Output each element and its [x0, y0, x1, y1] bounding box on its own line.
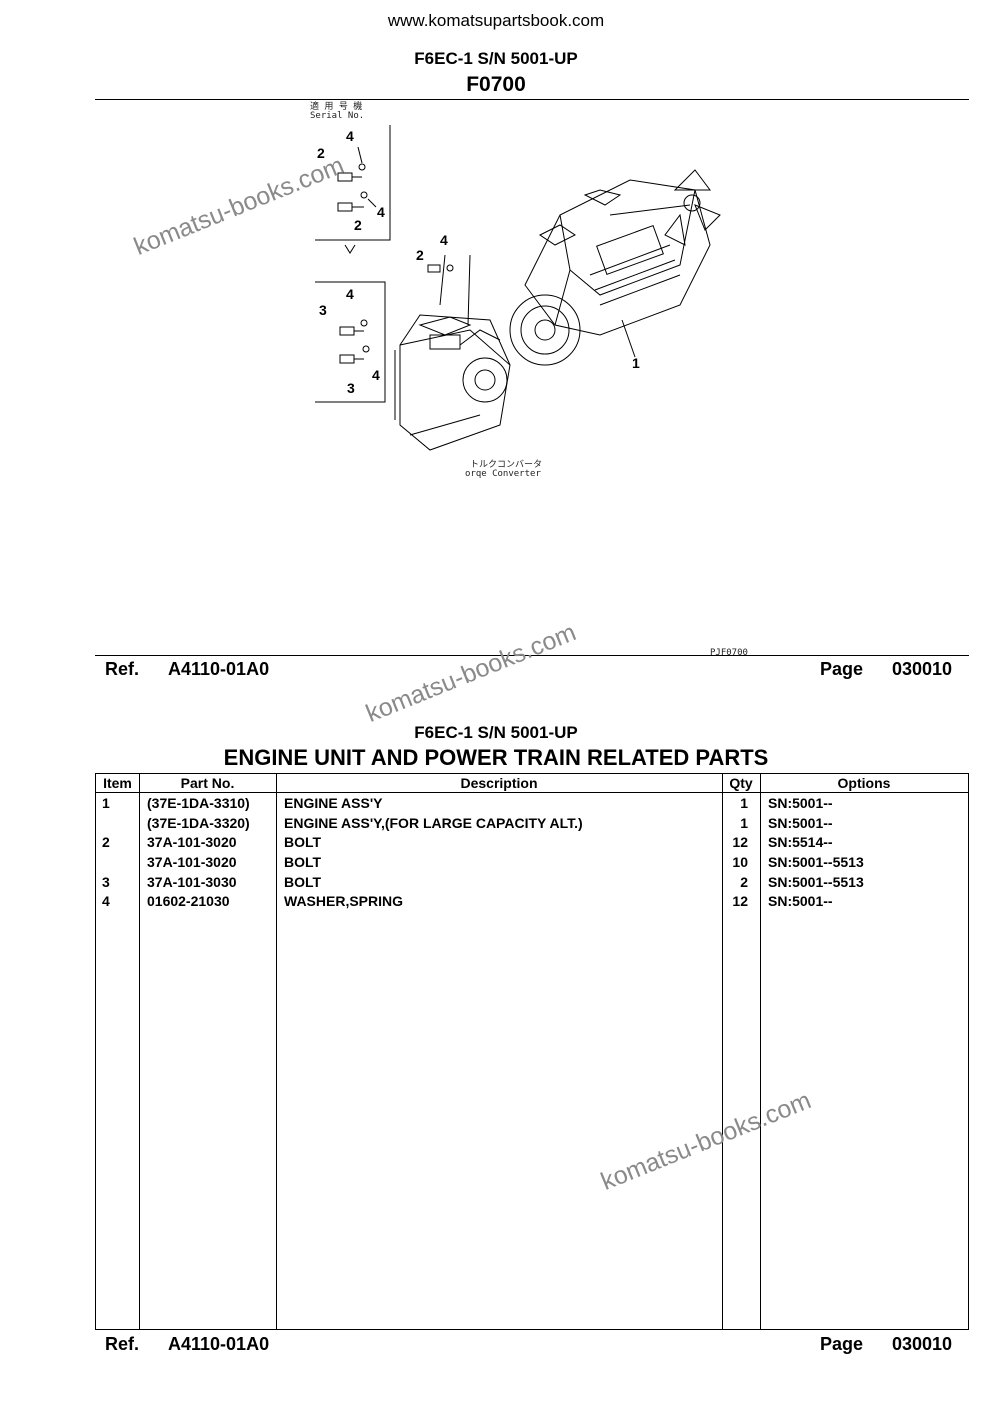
row-description: WASHER,SPRING [284, 893, 404, 909]
callout-4: 4 [346, 286, 354, 302]
website-url: www.komatsupartsbook.com [387, 11, 605, 30]
drawing-code: PJF0700 [710, 648, 748, 658]
row-description: BOLT [284, 854, 322, 870]
jp-label-top: 適 用 号 機 [310, 102, 363, 112]
col-divider [276, 774, 277, 1329]
page-label: Page [820, 659, 864, 679]
col-header-item: Item [103, 775, 132, 791]
row-options: SN:5001-- [768, 893, 833, 909]
section-title: ENGINE UNIT AND POWER TRAIN RELATED PART… [223, 745, 769, 770]
row-description: BOLT [284, 834, 322, 850]
page-value: 030010 [892, 1334, 953, 1354]
serial-label: Serial No. [310, 111, 365, 121]
row-part-no: (37E-1DA-3320) [147, 815, 250, 831]
callout-4: 4 [372, 367, 380, 383]
ref-label: Ref. [105, 1334, 140, 1354]
row-item: 3 [102, 874, 110, 890]
callout-4: 4 [377, 204, 385, 220]
row-qty: 10 [732, 854, 748, 870]
row-qty: 12 [732, 893, 748, 909]
row-item: 4 [102, 893, 110, 909]
callout-3: 3 [347, 380, 355, 396]
figure-code: F0700 [466, 73, 526, 96]
callout-2: 2 [317, 145, 325, 161]
callout-3: 3 [319, 302, 327, 318]
page-value: 030010 [892, 659, 953, 679]
ref-value: A4110-01A0 [168, 1334, 270, 1354]
col-divider [760, 774, 761, 1329]
ref-label: Ref. [105, 659, 140, 679]
row-description: BOLT [284, 874, 322, 890]
row-options: SN:5001--5513 [768, 874, 864, 890]
callout-4: 4 [440, 232, 448, 248]
row-options: SN:5001--5513 [768, 854, 864, 870]
callout-2: 2 [416, 247, 424, 263]
row-qty: 2 [740, 874, 748, 890]
converter-label-en: orqe Converter [465, 469, 541, 479]
exploded-parts-diagram: 適 用 号 機 Serial No. トルクコンバータ orqe Convert… [300, 95, 760, 660]
converter-label-jp: トルクコンバータ [470, 460, 543, 470]
col-divider [139, 774, 140, 1329]
row-options: SN:5001-- [768, 815, 833, 831]
parts-table: Item Part No. Description Qty Options 1 … [95, 773, 969, 1330]
row-description: ENGINE ASS'Y,(FOR LARGE CAPACITY ALT.) [284, 815, 583, 831]
col-header-part-no: Part No. [180, 775, 235, 791]
row-part-no: 37A-101-3030 [147, 874, 237, 890]
model-heading: F6EC-1 S/N 5001-UP [414, 49, 578, 68]
row-part-no: 37A-101-3020 [147, 834, 237, 850]
row-qty: 1 [740, 795, 748, 811]
col-header-options: Options [837, 775, 891, 791]
header-divider [95, 99, 969, 100]
header-row-divider [96, 792, 968, 793]
callout-4: 4 [346, 128, 354, 144]
row-part-no: 37A-101-3020 [147, 854, 237, 870]
engine-illustration [315, 125, 721, 451]
row-options: SN:5001-- [768, 795, 833, 811]
row-qty: 1 [740, 815, 748, 831]
col-header-description: Description [460, 775, 538, 791]
row-item: 1 [102, 795, 110, 811]
row-part-no: (37E-1DA-3310) [147, 795, 250, 811]
callout-1: 1 [632, 355, 640, 371]
row-part-no: 01602-21030 [147, 893, 230, 909]
section-model-heading: F6EC-1 S/N 5001-UP [414, 723, 578, 742]
col-divider [722, 774, 723, 1329]
page-label: Page [820, 1334, 864, 1354]
callout-2: 2 [354, 217, 362, 233]
col-header-qty: Qty [729, 775, 753, 791]
row-options: SN:5514-- [768, 834, 833, 850]
row-description: ENGINE ASS'Y [284, 795, 383, 811]
ref-value: A4110-01A0 [168, 659, 270, 679]
row-qty: 12 [732, 834, 748, 850]
row-item: 2 [102, 834, 110, 850]
footer-divider [95, 655, 969, 656]
